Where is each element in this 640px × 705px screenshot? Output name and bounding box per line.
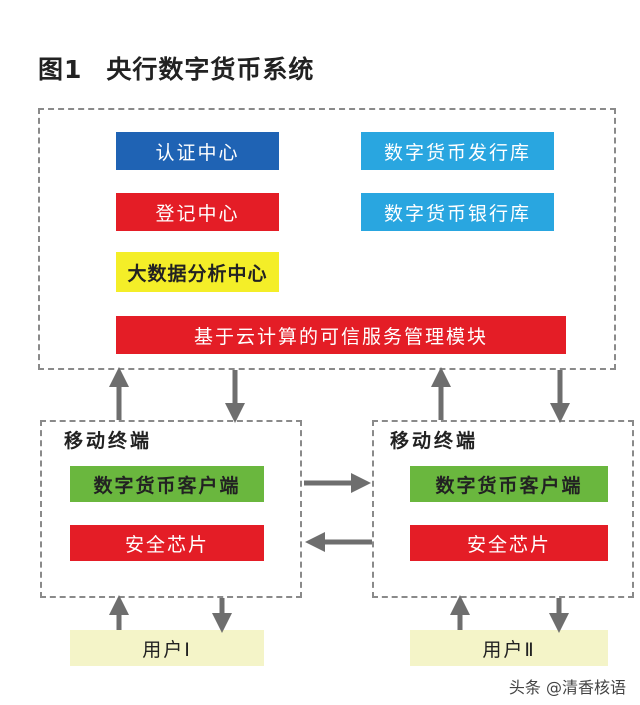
user-2-box: 用户Ⅱ	[410, 630, 608, 666]
terminal-2-label: 移动终端	[390, 430, 479, 452]
diagram-title: 图1 央行数字货币系统	[38, 50, 314, 86]
user-1-box: 用户Ⅰ	[70, 630, 264, 666]
terminal-2-client-box: 数字货币客户端	[410, 466, 608, 502]
figure-title: 央行数字货币系统	[106, 55, 315, 84]
central-system-container	[38, 108, 616, 370]
mobile-terminal-1	[40, 420, 302, 598]
registry-center-box: 登记中心	[116, 193, 279, 231]
bank-db-box: 数字货币银行库	[361, 193, 554, 231]
mobile-terminal-2	[372, 420, 634, 598]
cloud-module-box: 基于云计算的可信服务管理模块	[116, 316, 566, 354]
auth-center-box: 认证中心	[116, 132, 279, 170]
watermark: 头条 @清香核语	[508, 678, 626, 697]
figure-number: 图1	[38, 55, 83, 84]
issuance-db-box: 数字货币发行库	[361, 132, 554, 170]
terminal-1-client-box: 数字货币客户端	[70, 466, 264, 502]
terminal-2-chip-box: 安全芯片	[410, 525, 608, 561]
terminal-1-chip-box: 安全芯片	[70, 525, 264, 561]
bigdata-center-box: 大数据分析中心	[116, 252, 279, 292]
terminal-1-label: 移动终端	[64, 430, 153, 452]
